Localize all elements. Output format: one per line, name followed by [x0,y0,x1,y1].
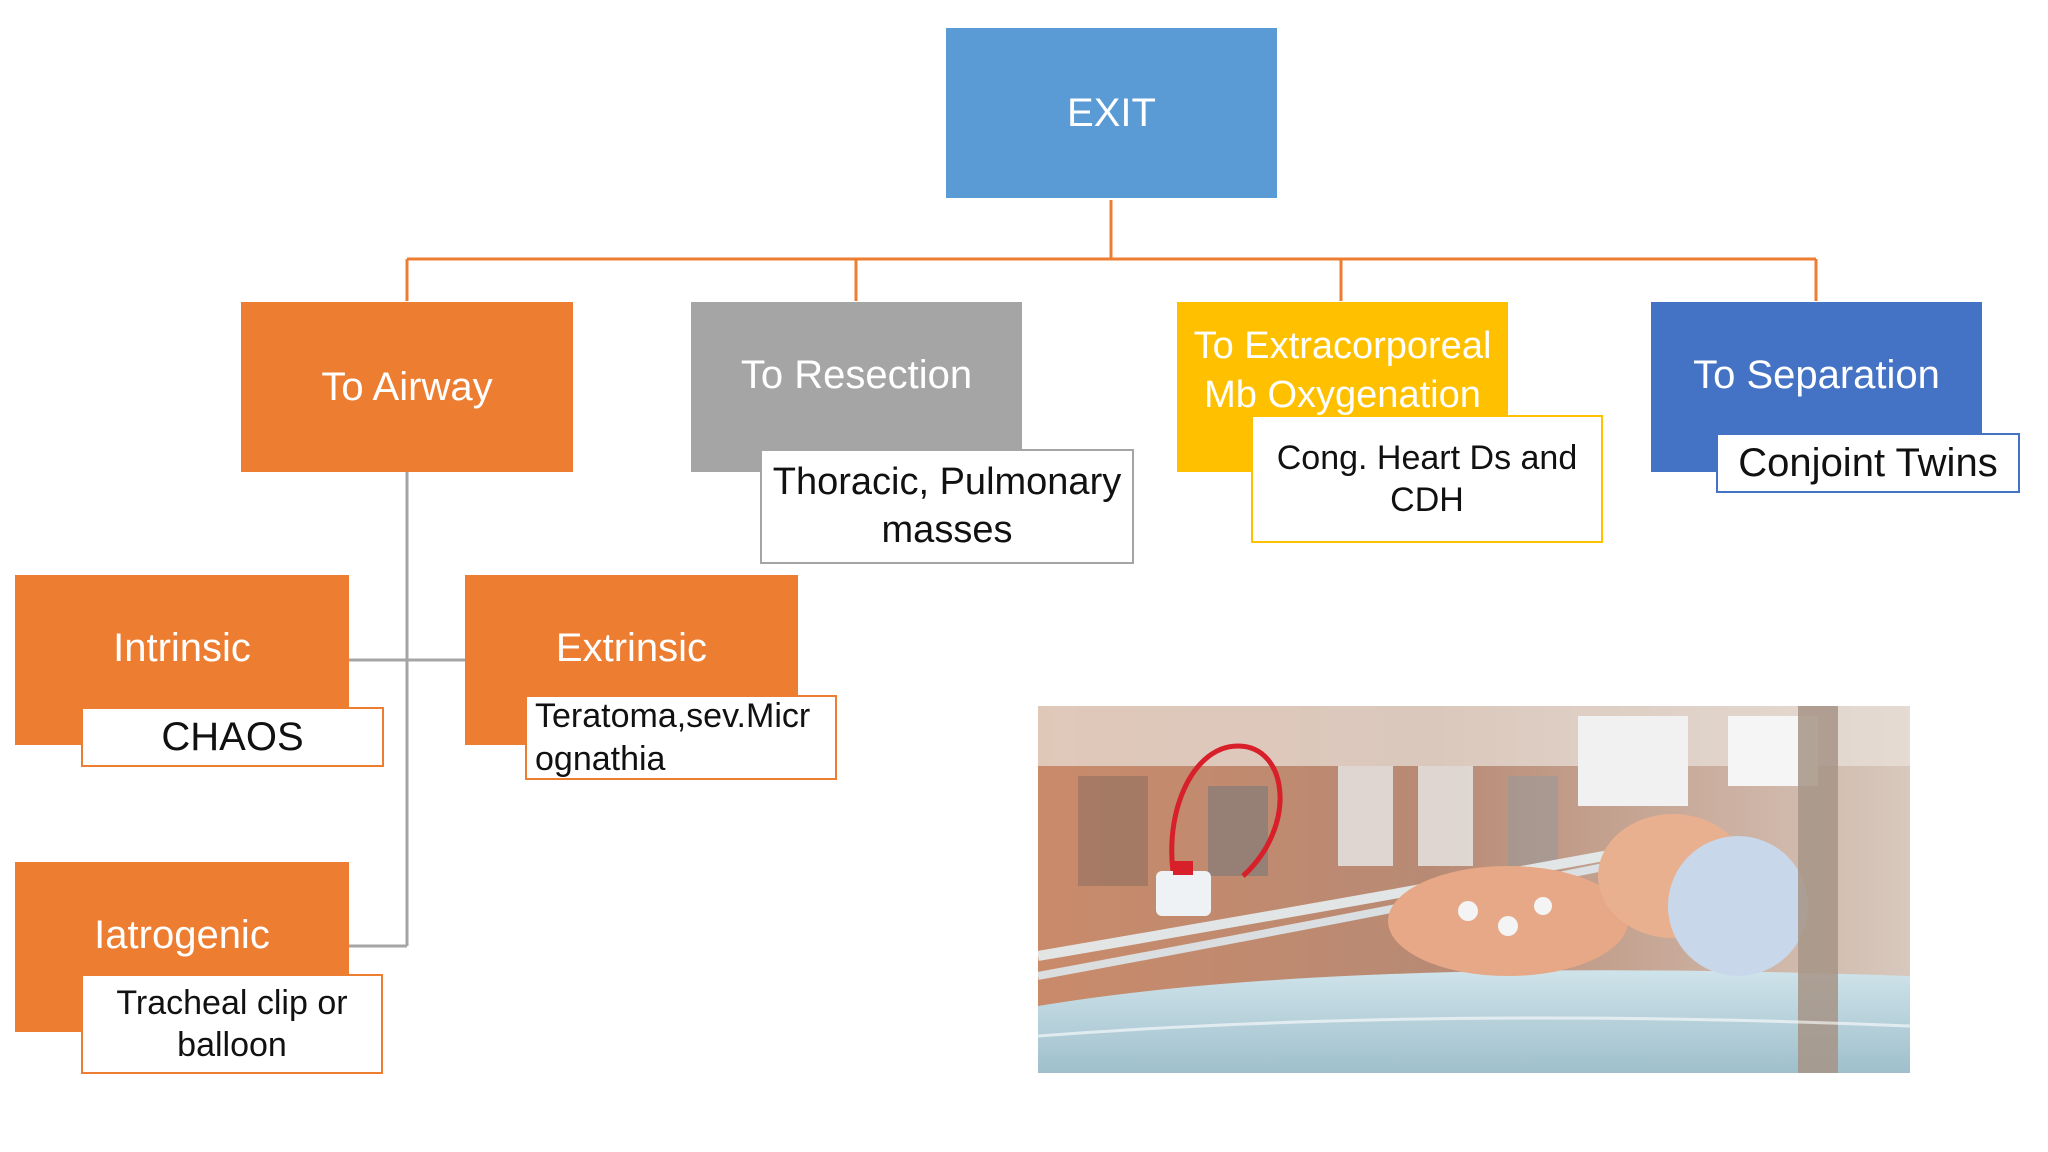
node-to-airway: To Airway [241,302,573,472]
resection-label: To Resection [740,352,973,397]
ecmo-label: To Extracorporeal Mb Oxygenation [1193,325,1492,416]
extrinsic-label: Extrinsic [555,625,708,670]
root-label: EXIT [1067,90,1156,135]
photo-illustration [1038,706,1910,1073]
intrinsic-label: Intrinsic [113,625,251,670]
separation-note: Conjoint Twins [1716,433,2020,493]
airway-label: To Airway [321,364,493,409]
neonate-ecmo-photo [1038,706,1910,1073]
ecmo-note: Cong. Heart Ds and CDH [1251,415,1603,543]
extrinsic-note: Teratoma,sev.Micrognathia [525,695,837,780]
resection-note: Thoracic, Pulmonary masses [760,449,1134,564]
iatrogenic-note: Tracheal clip or balloon [81,974,383,1074]
iatrogenic-label: Iatrogenic [94,912,270,957]
separation-label: To Separation [1693,352,1940,397]
node-to-resection: To Resection [691,302,1022,472]
top-level-connectors [405,200,1818,301]
intrinsic-note: CHAOS [81,707,384,767]
root-node-exit: EXIT [946,28,1277,198]
airway-connectors [349,472,465,948]
node-to-separation: To Separation [1651,302,1982,472]
